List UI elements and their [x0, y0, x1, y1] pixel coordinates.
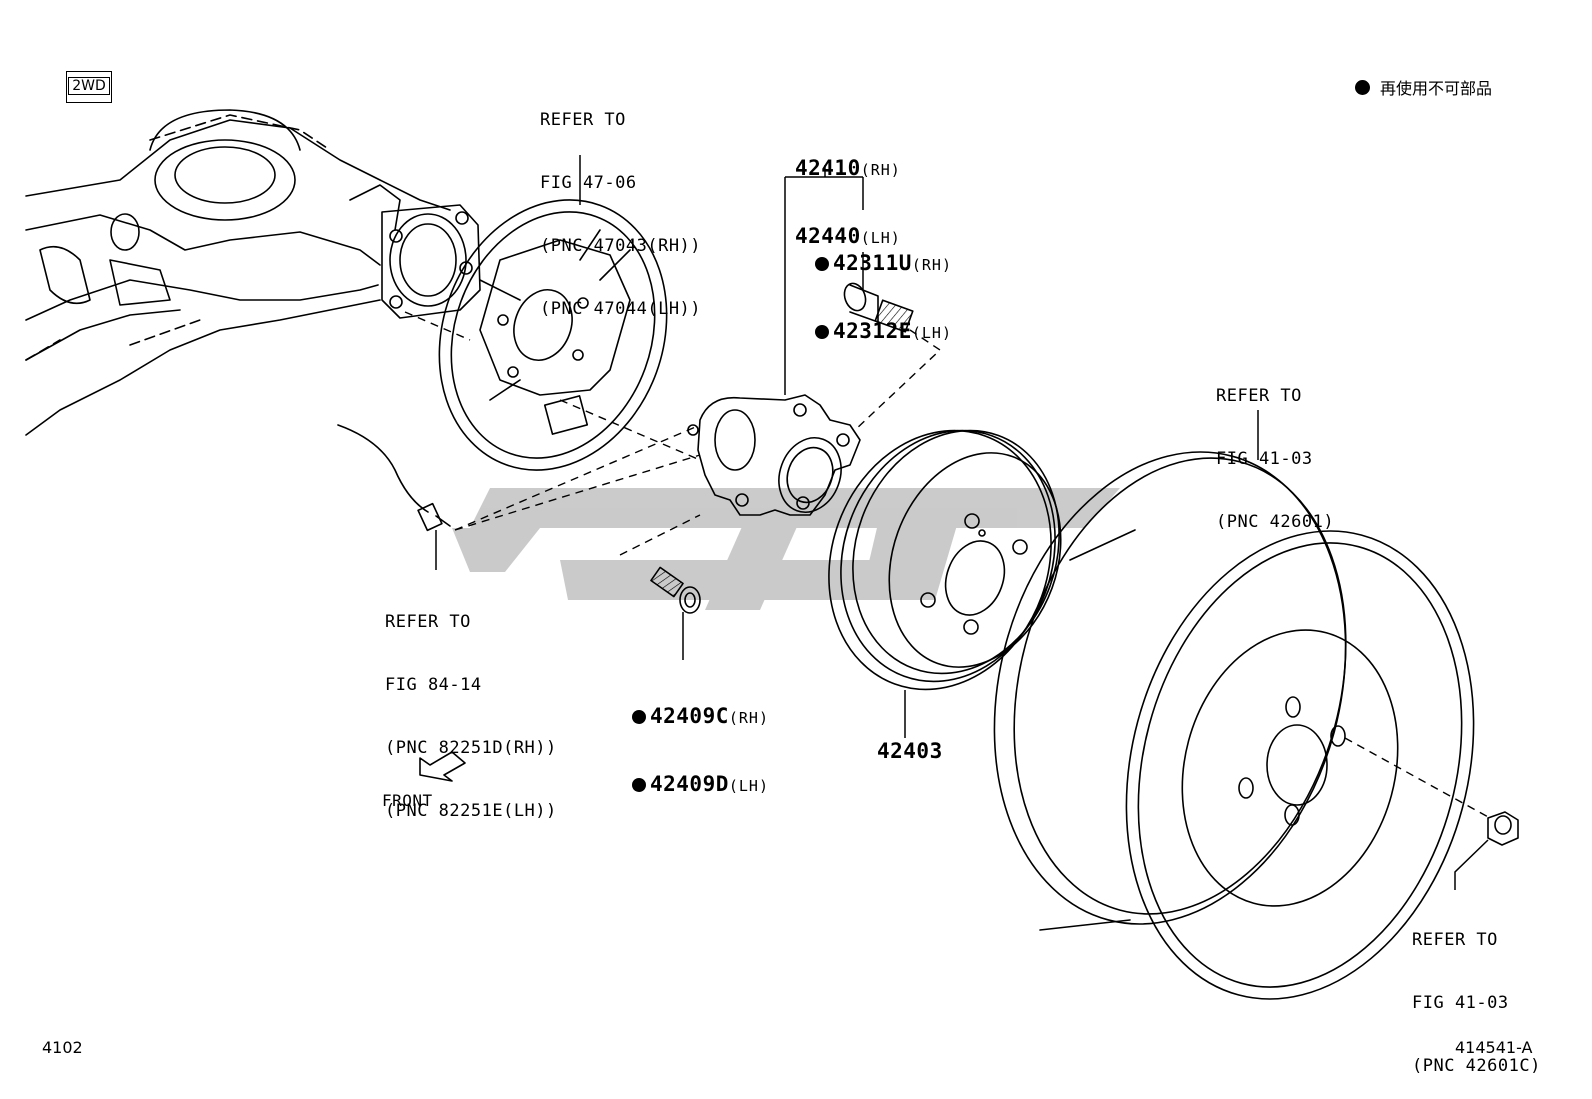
callout-line: (PNC 42601C): [1412, 1056, 1541, 1076]
page-number: 4102: [42, 1038, 83, 1057]
part-number-rh: 42409C: [650, 704, 729, 728]
front-label: FRONT: [382, 791, 433, 810]
rear-axle-beam: [25, 109, 481, 436]
axle-phantom-lines: [25, 114, 331, 361]
callout-line: (PNC 82251D(RH)): [385, 738, 557, 758]
hub-nut-callout: REFER TO FIG 41-03 (PNC 42601C): [1412, 888, 1541, 1098]
callout-line: REFER TO: [385, 612, 471, 632]
callout-line: REFER TO: [1412, 930, 1498, 950]
callout-line: (PNC 82251E(LH)): [385, 801, 557, 821]
part-number-rh: 42410: [795, 156, 861, 180]
part-number-rh: 42311U: [833, 251, 912, 275]
hub-bolt: [843, 282, 914, 333]
hub-bearing-assembly: [687, 394, 861, 516]
speed-sensor-callout: REFER TO FIG 84-14 (PNC 82251D(RH)) (PNC…: [385, 570, 557, 843]
callout-line: FIG 41-03: [1412, 993, 1509, 1013]
bearing-bolt-part-number: 42409C(RH) 42409D(LH): [632, 661, 769, 819]
variant-badge: 2WD: [66, 71, 112, 103]
side-lh: (LH): [728, 777, 769, 795]
callout-line: REFER TO: [1216, 386, 1302, 406]
part-number-lh: 42409D: [650, 772, 729, 796]
non-reusable-dot-icon: [632, 710, 646, 724]
bearing-bolt: [650, 566, 701, 614]
non-reusable-dot-icon: [815, 325, 829, 339]
non-reusable-dot-icon: [632, 778, 646, 792]
brake-drum-part-number: 42403: [877, 739, 943, 763]
side-rh: (RH): [911, 256, 952, 274]
legend-text: 再使用不可部品: [1380, 79, 1493, 98]
speed-sensor: [337, 424, 451, 532]
hub-bolt-part-number: 42311U(RH) 42312E(LH): [815, 208, 952, 366]
front-direction-arrow: [419, 751, 466, 782]
side-lh: (LH): [860, 229, 901, 247]
wheel-nut: [1487, 811, 1519, 846]
non-reusable-dot-icon: [815, 257, 829, 271]
legend: 再使用不可部品: [1355, 75, 1492, 99]
non-reusable-dot-icon: [1355, 80, 1370, 95]
callout-line: FIG 84-14: [385, 675, 482, 695]
callout-line: (PNC 42601): [1216, 512, 1335, 532]
callout-line: REFER TO: [540, 110, 626, 130]
callout-line: FIG 41-03: [1216, 449, 1313, 469]
callout-line: (PNC 47043(RH)): [540, 236, 702, 256]
hub-bearing-part-number: 42410(RH) 42440(LH): [795, 113, 901, 271]
side-rh: (RH): [860, 161, 901, 179]
side-rh: (RH): [728, 709, 769, 727]
backing-plate-callout: REFER TO FIG 47-06 (PNC 47043(RH)) (PNC …: [540, 68, 701, 341]
figure-code: 414541-A: [1455, 1038, 1533, 1057]
leader-lines: [435, 155, 1489, 890]
tire-wheel-callout: REFER TO FIG 41-03 (PNC 42601): [1216, 344, 1334, 554]
part-number-lh: 42312E: [833, 319, 912, 343]
variant-badge-text: 2WD: [68, 77, 110, 95]
part-number-lh: 42440: [795, 224, 861, 248]
wheel-rim: [993, 451, 1475, 1000]
assembly-dash-lines: [404, 311, 1491, 819]
brake-backing-plate: [438, 199, 668, 471]
callout-line: (PNC 47044(LH)): [540, 299, 702, 319]
side-lh: (LH): [911, 324, 952, 342]
callout-line: FIG 47-06: [540, 173, 637, 193]
